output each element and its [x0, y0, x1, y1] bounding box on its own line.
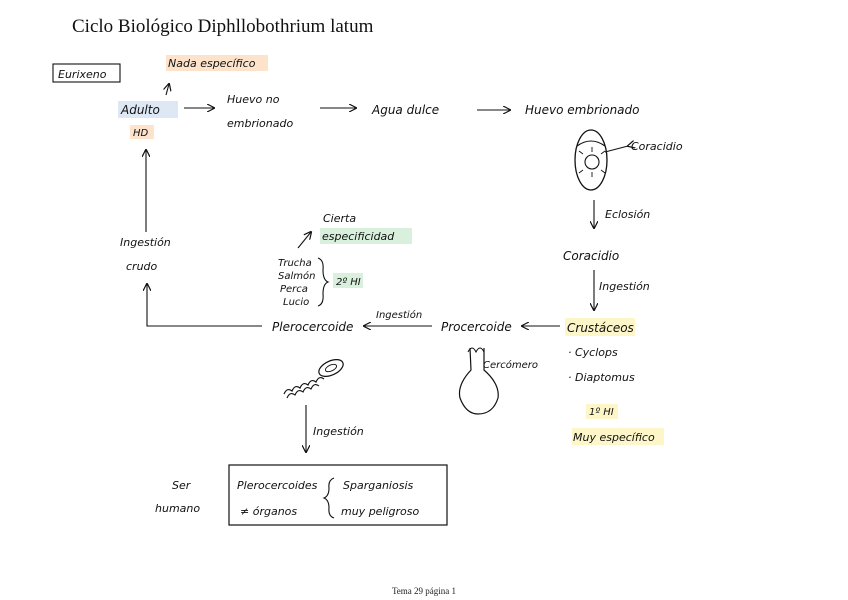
highlight-cierta	[320, 228, 412, 244]
huevo-embrionado-label: Huevo embrionado	[525, 103, 640, 117]
fish-perca: Perca	[280, 284, 308, 295]
adulto-label: Adulto	[120, 103, 160, 117]
fish-salmon: Salmón	[278, 270, 315, 282]
fish-trucha: Trucha	[278, 258, 312, 269]
human-box	[228, 464, 448, 526]
highlight-hd	[130, 125, 154, 139]
nada-especifico-label: Nada específico	[168, 57, 256, 70]
huevo-no-label-2: embrionado	[227, 117, 293, 130]
highlight-crustaceos	[565, 318, 635, 336]
eurixeno-label: Eurixeno	[58, 68, 107, 81]
agua-dulce-label: Agua dulce	[371, 103, 439, 117]
ingestion-left-label-1: Ingestión	[120, 236, 171, 249]
box-peligroso: muy peligroso	[341, 505, 420, 518]
box-plerocercoides: Plerocercoides	[237, 479, 318, 492]
page-footer: Tema 29 página 1	[391, 586, 457, 596]
highlight-1hi	[586, 404, 618, 419]
highlight-nada	[166, 55, 268, 71]
ingestion-bottom-label: Ingestión	[313, 425, 364, 438]
coracidio-label: Coracidio	[563, 249, 619, 263]
ingestion-mid-label: Ingestión	[376, 309, 422, 321]
ser-label-2: humano	[155, 502, 200, 515]
hi2-label: 2º HI	[336, 277, 361, 288]
highlight-2hi	[333, 273, 363, 288]
fish-brace	[317, 257, 330, 307]
eclosion-label: Eclosión	[605, 208, 650, 221]
arrow-coracidio-cell	[604, 146, 628, 153]
box-brace	[322, 477, 335, 519]
arrow-cierta	[297, 232, 311, 249]
page-title: Ciclo Biológico Diphllobothrium latum	[72, 16, 374, 37]
ingestion-left-label-2: crudo	[126, 260, 158, 273]
cierta-label-1: Cierta	[323, 212, 356, 225]
highlight-adulto	[118, 101, 178, 118]
hd-label: HD	[133, 128, 149, 139]
fish-lucio: Lucio	[283, 297, 309, 308]
ingestion-right-label: Ingestión	[599, 280, 650, 293]
diaptomus-label: · Diaptomus	[568, 371, 635, 384]
plerocercoide-label: Plerocercoide	[272, 320, 353, 334]
muy-especifico-label: Muy específico	[573, 431, 655, 444]
arrow-nada	[166, 84, 169, 96]
ser-label-1: Ser	[172, 479, 192, 492]
huevo-no-label-1: Huevo no	[227, 93, 280, 106]
cierta-label-2: especificidad	[322, 230, 395, 243]
cyclops-label: · Cyclops	[568, 346, 618, 359]
cercomero-label: Cercómero	[483, 359, 538, 371]
hi1-label: 1º HI	[589, 407, 614, 418]
procercoide-drawing	[458, 347, 499, 415]
procercoide-label: Procercoide	[441, 320, 512, 334]
box-sparganiosis: Sparganiosis	[343, 479, 413, 492]
eurixeno-box	[52, 63, 121, 83]
box-organos: ≠ órganos	[240, 505, 297, 518]
plerocercoide-drawing	[283, 359, 344, 399]
crustaceos-label: Crustáceos	[567, 321, 634, 335]
embryonated-egg-drawing	[574, 129, 608, 191]
coracidio-cell-label: Coracidio	[631, 140, 683, 153]
highlight-muy	[572, 428, 664, 445]
arrow-plerocercoide-adulto	[147, 284, 262, 327]
